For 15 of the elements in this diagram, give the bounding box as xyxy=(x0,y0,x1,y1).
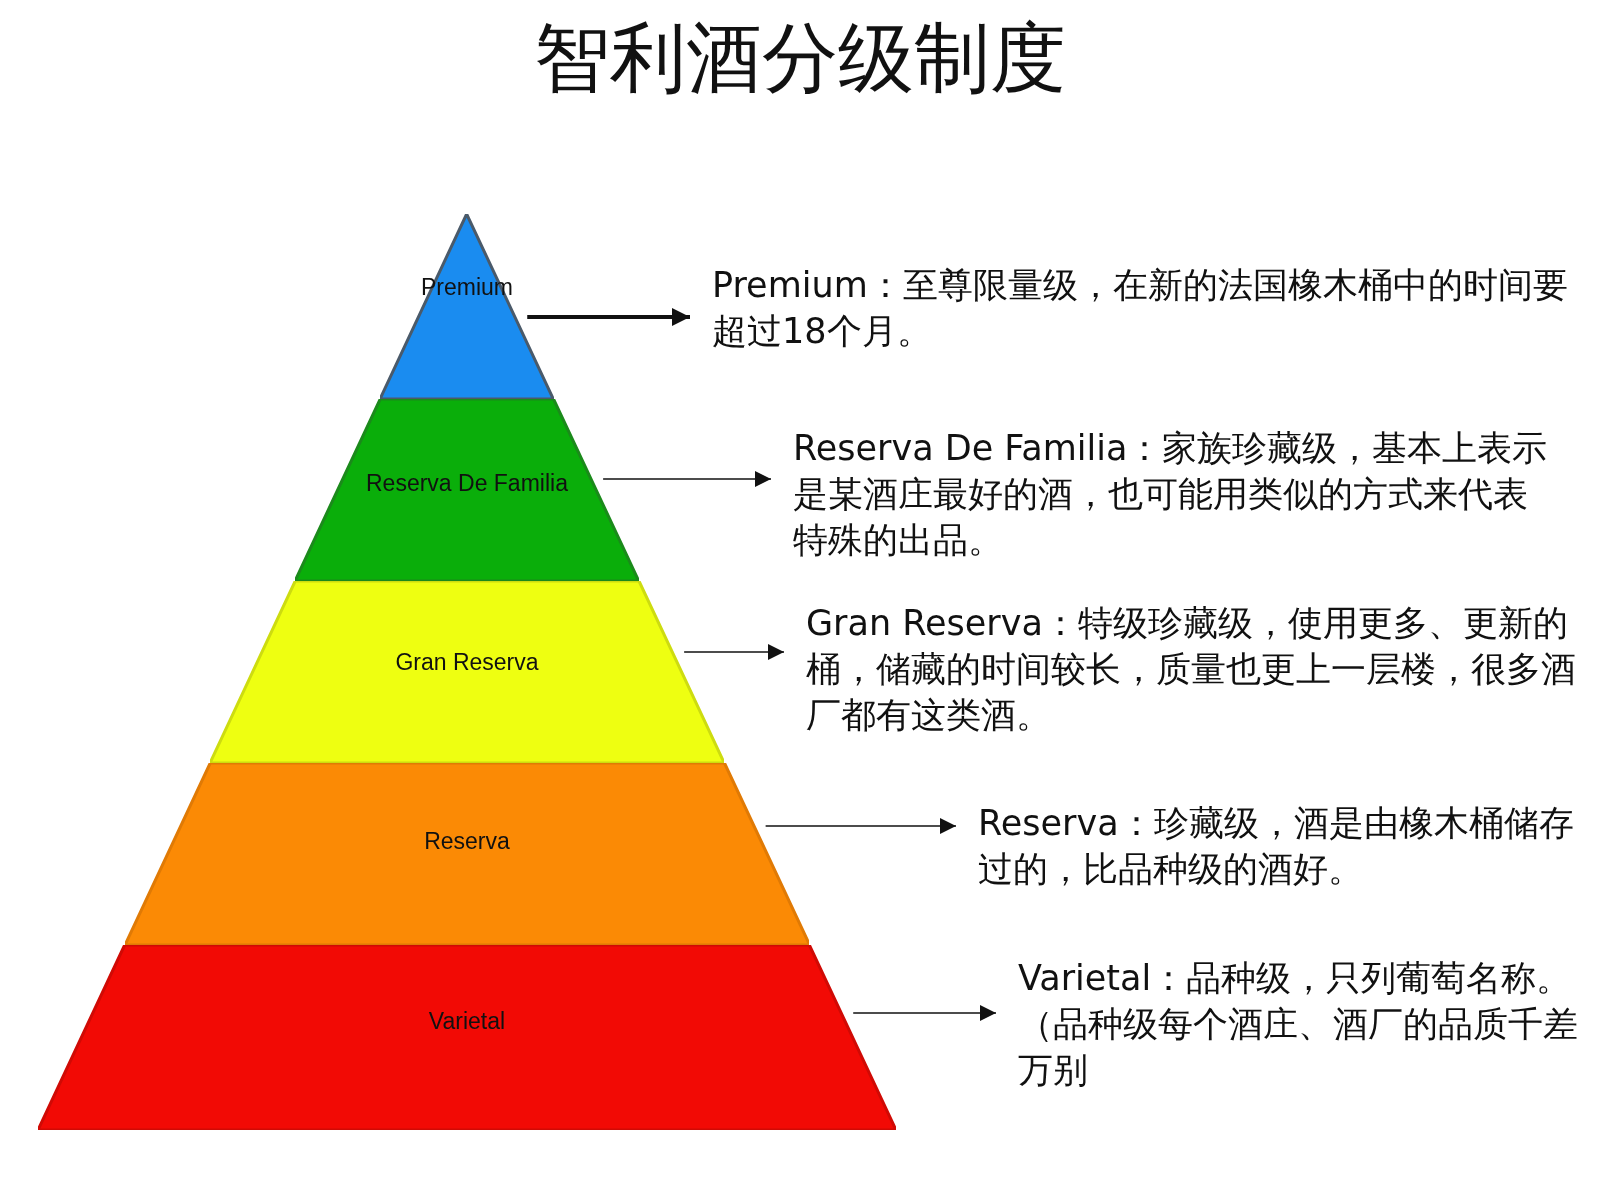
tier-label: Reserva xyxy=(423,828,511,855)
tier-label: Varietal xyxy=(427,1008,507,1035)
arrow xyxy=(683,644,785,660)
tier-label: Reserva De Familia xyxy=(365,470,569,497)
description-text: Gran Reserva：特级珍藏级，使用更多、更新的桶，储藏的时间较长，质量也更上一层楼，很多酒厂都有这类酒。 xyxy=(806,602,1577,737)
arrow xyxy=(852,1005,997,1021)
tier-label: Gran Reserva xyxy=(394,649,540,676)
description-text: Varietal：品种级，只列葡萄名称。（品种级每个酒庄、酒厂的品质千差万别 xyxy=(1018,957,1578,1092)
arrow xyxy=(527,308,690,326)
description-text: Premium：至尊限量级，在新的法国橡木桶中的时间要超过18个月。 xyxy=(712,264,1569,353)
arrow xyxy=(764,818,957,834)
description-text: Reserva：珍藏级，酒是由橡木桶储存过的，比品种级的酒好。 xyxy=(978,802,1575,891)
description-text: Reserva De Familia：家族珍藏级，基本上表示是某酒庄最好的酒，也可能用类似的方式来代表特殊的出品。 xyxy=(793,427,1549,562)
arrow xyxy=(602,471,772,487)
title: 智利酒分级制度 xyxy=(533,12,1067,104)
